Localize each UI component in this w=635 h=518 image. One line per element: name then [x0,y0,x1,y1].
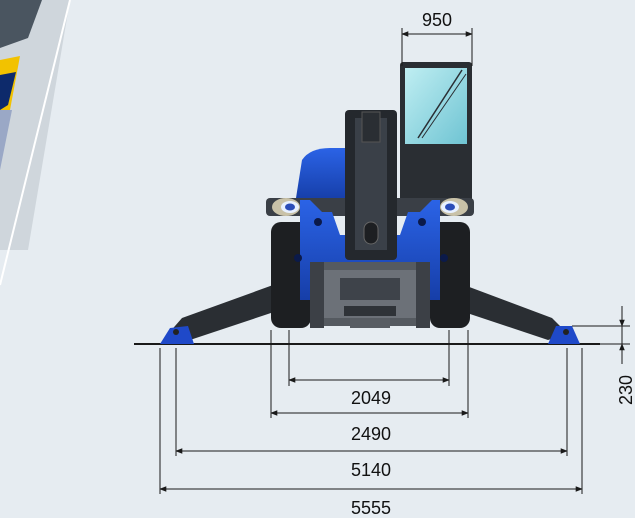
fork-carriage [310,262,430,328]
left-headlight-icon [272,198,300,216]
dim-outer-track: 2490 [351,424,391,444]
dimension-lines [159,28,630,494]
dim-cab-width: 950 [422,10,452,30]
dim-outrigger-inner: 5140 [351,460,391,480]
telehandler-machine [160,62,580,344]
telescopic-boom [345,110,397,260]
left-outrigger-foot [160,326,194,344]
right-headlight-icon [440,198,468,216]
decorative-corner-graphic [0,0,71,286]
engine-housing [296,148,352,200]
dim-ground-clearance: 230 [616,375,635,405]
dim-inner-track: 2049 [351,388,391,408]
right-outrigger-foot [548,326,580,344]
operator-cab [400,62,472,202]
dim-outrigger-outer: 5555 [351,498,391,518]
dimension-labels: 950 2049 2490 5140 5555 230 [351,10,635,518]
